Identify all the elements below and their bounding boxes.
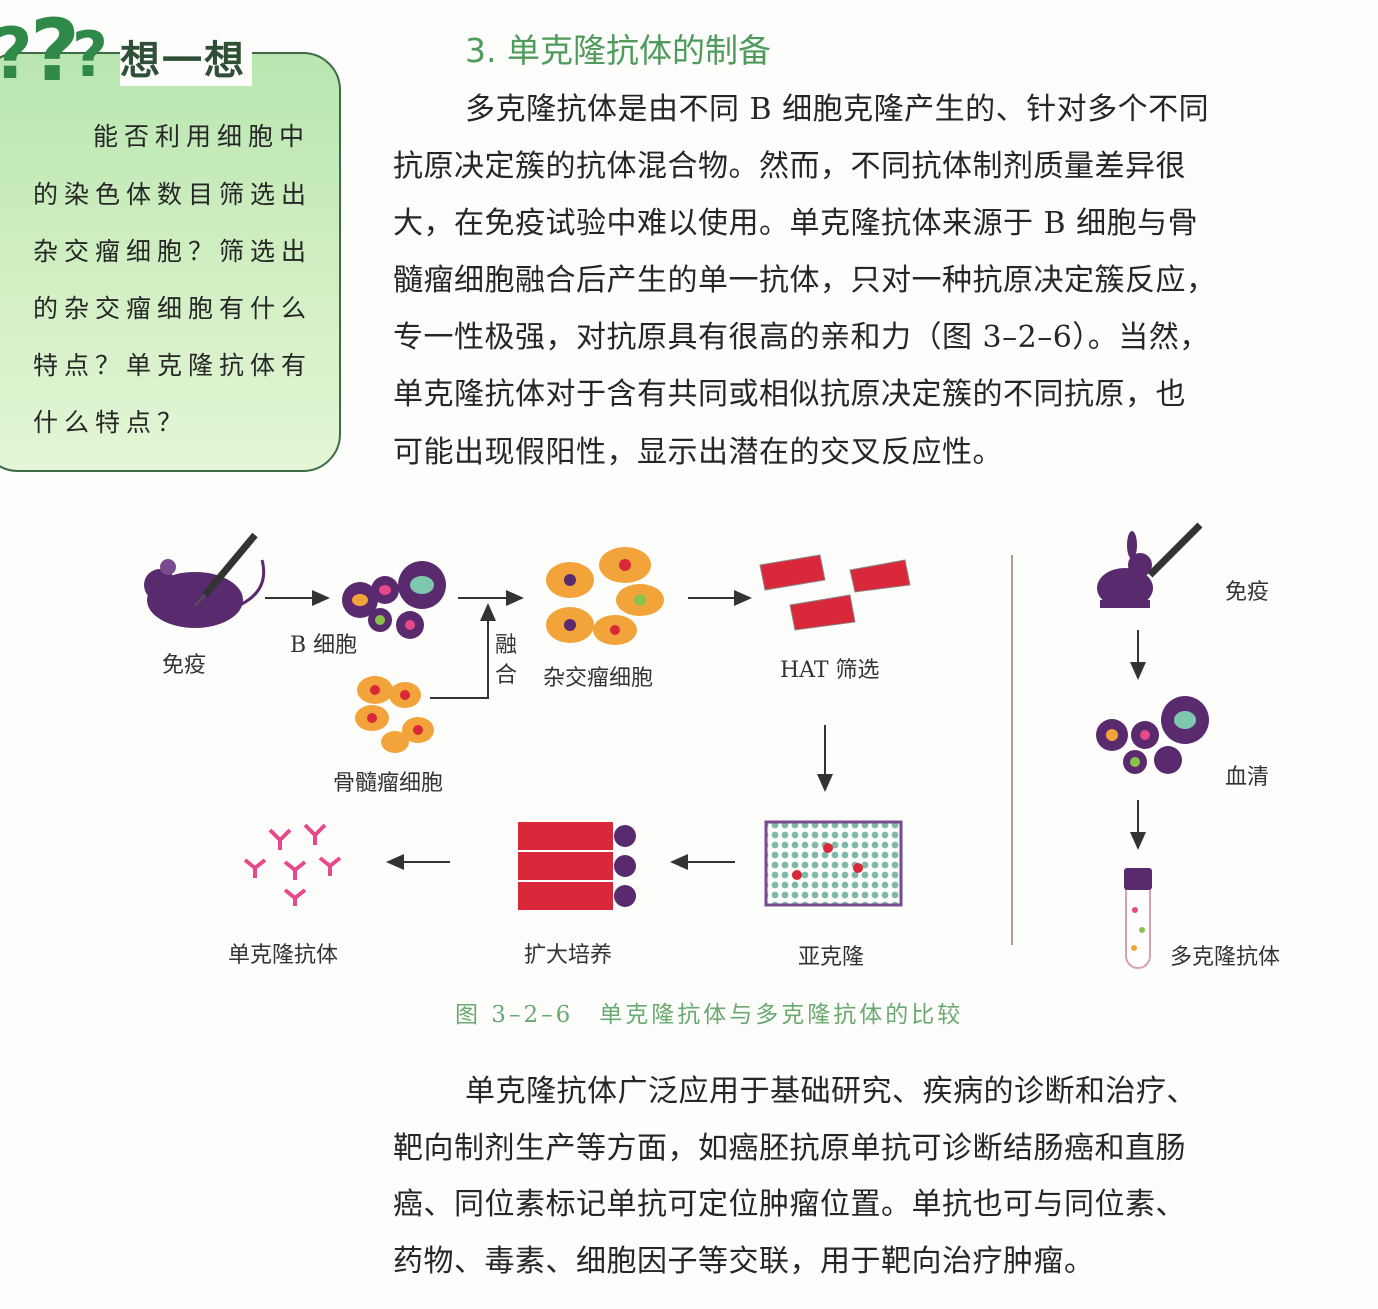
label-fusion: 融 — [495, 633, 518, 658]
svg-text:?: ? — [0, 13, 33, 90]
label-b-cells: B 细胞 — [290, 633, 358, 658]
question-marks-icon: ? ? ? — [0, 1, 108, 90]
myeloma-cells-icon — [355, 676, 434, 753]
label-immunize-rabbit: 免疫 — [1225, 580, 1270, 605]
figure-illustration — [144, 522, 1209, 969]
rabbit-icon — [1097, 531, 1153, 608]
paragraph-line: 癌、同位素标记单抗可定位肿瘤位置。单抗也可与同位素、 — [393, 1187, 1186, 1222]
think-line: 的染色体数目筛选出 — [33, 180, 313, 209]
label-monoclonal: 单克隆抗体 — [228, 943, 339, 968]
paragraph-line: 专一性极强，对抗原具有很高的亲和力（图 3–2–6）。当然， — [393, 320, 1210, 355]
culture-flasks-icon — [759, 554, 911, 631]
think-line: 能否利用细胞中 — [93, 122, 311, 151]
label-expand: 扩大培养 — [524, 943, 613, 968]
figure-caption: 图 3–2–6 单克隆抗体与多克隆抗体的比较 — [455, 1002, 964, 1028]
think-title: 想一想 — [120, 28, 252, 86]
mouse-icon — [144, 559, 266, 628]
label-hybridoma: 杂交瘤细胞 — [543, 666, 654, 691]
paragraph-line: 靶向制剂生产等方面，如癌胚抗原单抗可诊断结肠癌和直肠 — [393, 1131, 1186, 1166]
b-cells-icon — [342, 561, 446, 639]
label-myeloma: 骨髓瘤细胞 — [333, 771, 444, 796]
hybridoma-cells-icon — [546, 547, 664, 645]
label-polyclonal: 多克隆抗体 — [1170, 945, 1281, 970]
think-line: 的杂交瘤细胞有什么 — [33, 294, 313, 323]
paragraph-line: 抗原决定簇的抗体混合物。然而，不同抗体制剂质量差异很 — [393, 149, 1186, 184]
label-serum: 血清 — [1225, 765, 1270, 790]
label-hat-selection: HAT 筛选 — [780, 658, 880, 683]
label-immunize: 免疫 — [162, 653, 207, 678]
paragraph-line: 髓瘤细胞融合后产生的单一抗体，只对一种抗原决定簇反应， — [393, 263, 1217, 298]
svg-text:?: ? — [30, 1, 80, 90]
section-title: 3. 单克隆抗体的制备 — [465, 31, 771, 70]
fusion-arrow — [430, 603, 496, 699]
serum-cells-icon — [1096, 696, 1209, 774]
label-fusion: 合 — [495, 663, 518, 688]
expansion-flasks-icon — [518, 822, 636, 910]
svg-text:?: ? — [72, 18, 108, 90]
think-line: 特点？单克隆抗体有 — [33, 351, 313, 380]
subclone-plate-icon — [764, 820, 903, 907]
think-line: 什么特点？ — [33, 408, 189, 437]
think-line: 杂交瘤细胞？筛选出 — [33, 237, 313, 266]
paragraph-line: 大，在免疫试验中难以使用。单克隆抗体来源于 B 细胞与骨 — [393, 206, 1199, 241]
test-tube-icon — [1124, 868, 1152, 969]
paragraph-line: 药物、毒素、细胞因子等交联，用于靶向治疗肿瘤。 — [393, 1244, 1095, 1279]
paragraph-line: 单克隆抗体对于含有共同或相似抗原决定簇的不同抗原，也 — [393, 377, 1186, 412]
think-box — [0, 52, 341, 472]
paragraph-line: 多克隆抗体是由不同 B 细胞克隆产生的、针对多个不同 — [465, 92, 1210, 127]
paragraph-line: 可能出现假阳性，显示出潜在的交叉反应性。 — [393, 435, 1003, 470]
monoclonal-antibodies-icon — [243, 823, 342, 906]
paragraph-line: 单克隆抗体广泛应用于基础研究、疾病的诊断和治疗、 — [465, 1074, 1197, 1109]
label-subclone: 亚克隆 — [798, 945, 865, 970]
syringe-icon — [1147, 522, 1203, 578]
syringe-icon — [194, 532, 258, 607]
